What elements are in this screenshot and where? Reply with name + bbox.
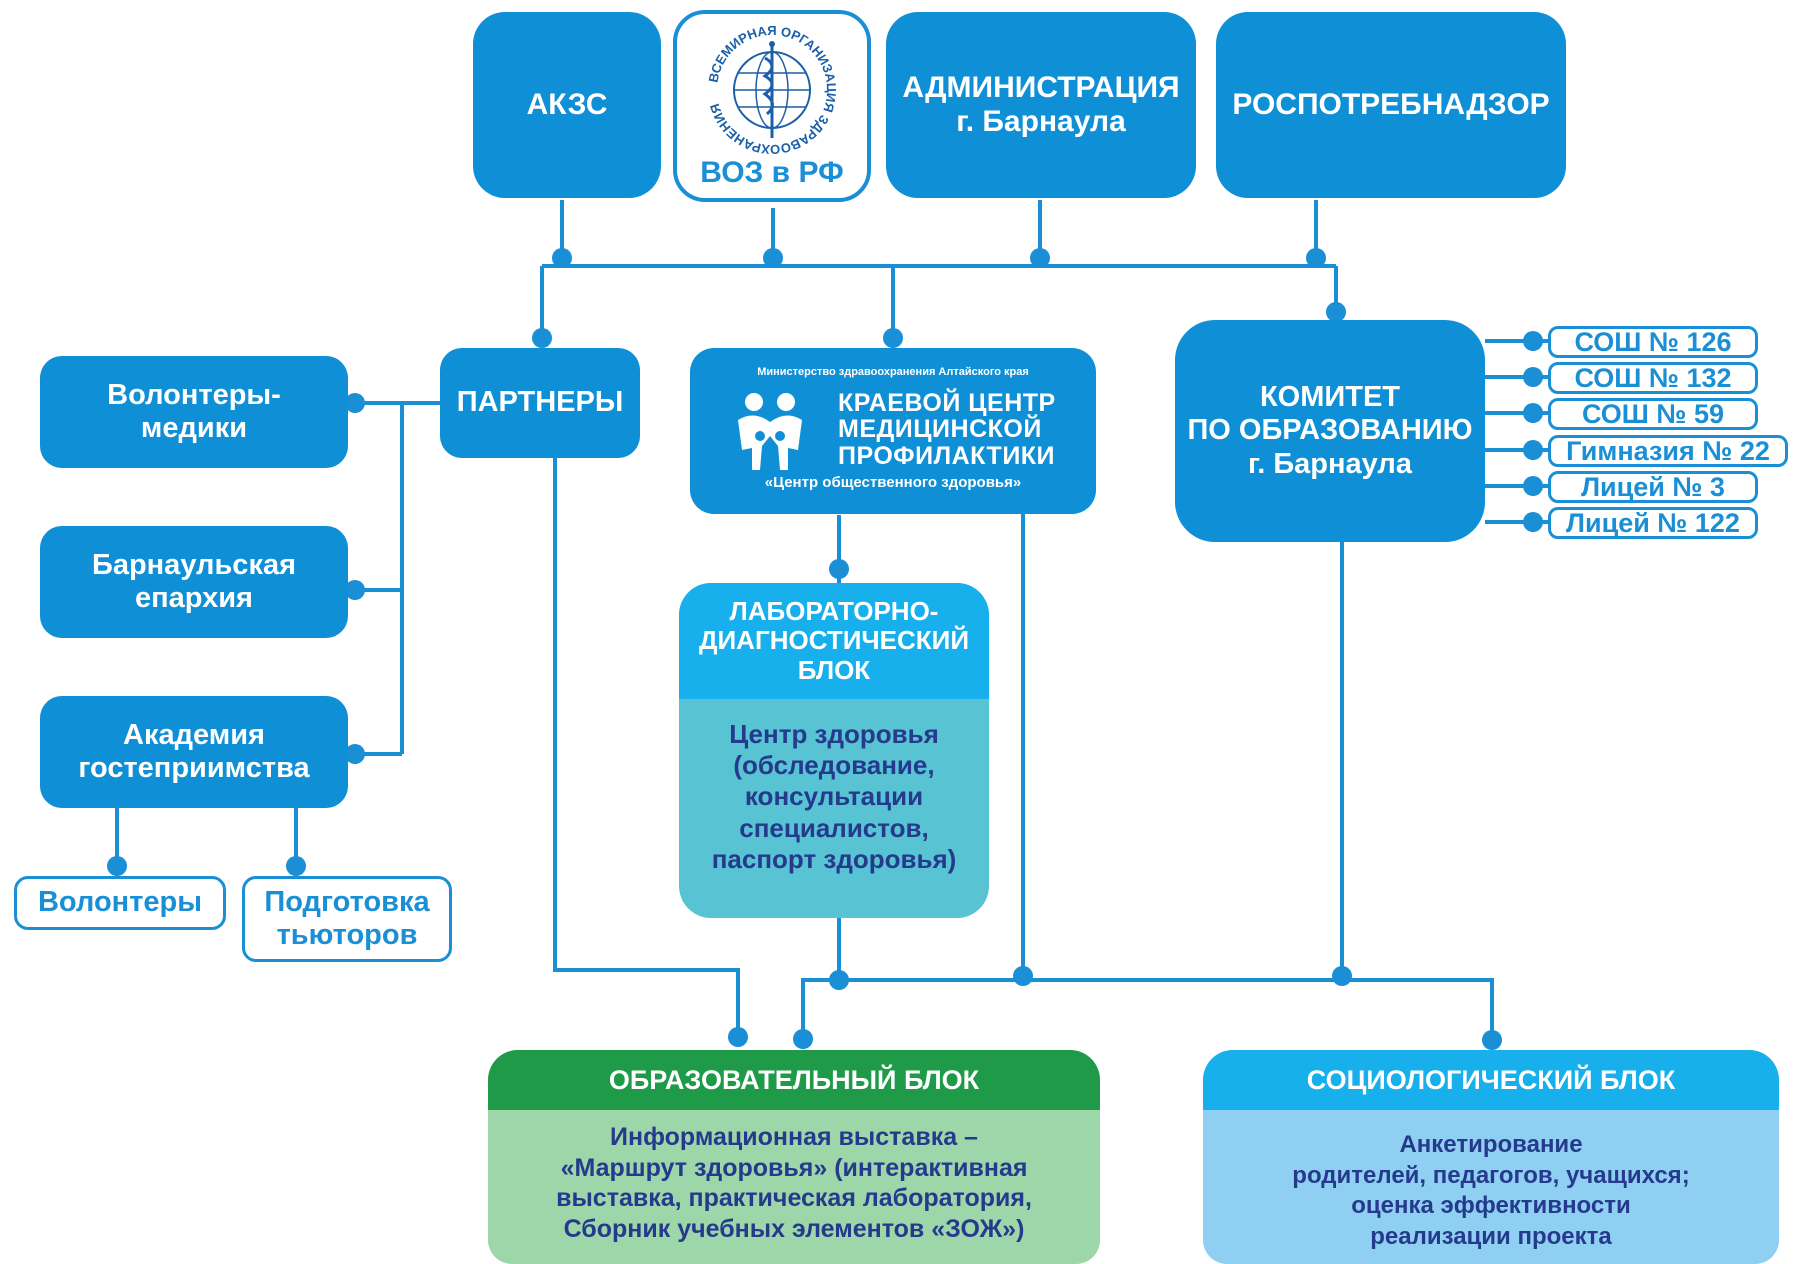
education-block: ОБРАЗОВАТЕЛЬНЫЙ БЛОК Информационная выст… bbox=[488, 1050, 1100, 1264]
school-item: СОШ № 132 bbox=[1548, 362, 1758, 394]
school-item: Лицей № 3 bbox=[1548, 471, 1758, 503]
volunteers-medics-box: Волонтеры- медики bbox=[40, 356, 348, 468]
lab-block: ЛАБОРАТОРНО- ДИАГНОСТИЧЕСКИЙ БЛОК Центр … bbox=[679, 583, 989, 918]
academy-box: Академия гостеприимства bbox=[40, 696, 348, 808]
school-item: СОШ № 126 bbox=[1548, 326, 1758, 358]
school-label: Лицей № 3 bbox=[1581, 471, 1725, 502]
lab-header: ЛАБОРАТОРНО- ДИАГНОСТИЧЕСКИЙ БЛОК bbox=[679, 583, 989, 699]
education-body: Информационная выставка – «Маршрут здоро… bbox=[556, 1123, 1032, 1243]
education-header: ОБРАЗОВАТЕЛЬНЫЙ БЛОК bbox=[488, 1050, 1100, 1110]
tutors-label: Подготовка тьюторов bbox=[264, 885, 430, 951]
school-label: СОШ № 59 bbox=[1581, 398, 1725, 429]
ministry-label: Министерство здравоохранения Алтайского … bbox=[757, 366, 1029, 378]
partners-label: ПАРТНЕРЫ bbox=[456, 386, 624, 419]
voz-box: ВСЕМИРНАЯ ОРГАНИЗАЦИЯ ЗДРАВООХРАНЕНИЯ ВО… bbox=[673, 10, 871, 202]
school-item: Гимназия № 22 bbox=[1548, 435, 1788, 467]
akzs-box: АКЗС bbox=[473, 12, 661, 198]
sociological-block: СОЦИОЛОГИЧЕСКИЙ БЛОК Анкетирование родит… bbox=[1203, 1050, 1779, 1264]
school-label: Гимназия № 22 bbox=[1566, 435, 1770, 466]
admin-city: г. Барнаула bbox=[956, 105, 1126, 138]
sociological-body: Анкетирование родителей, педагогов, учащ… bbox=[1292, 1131, 1690, 1251]
voz-label: ВОЗ в РФ bbox=[700, 156, 844, 189]
rospotreb-label: РОСПОТРЕБНАДЗОР bbox=[1232, 87, 1550, 121]
volunteers-box: Волонтеры bbox=[14, 876, 226, 930]
sociological-header: СОЦИОЛОГИЧЕСКИЙ БЛОК bbox=[1203, 1050, 1779, 1110]
tutors-box: Подготовка тьюторов bbox=[242, 876, 452, 962]
education-committee-box: КОМИТЕТ ПО ОБРАЗОВАНИЮ г. Барнаула bbox=[1175, 320, 1485, 542]
rospotreb-box: РОСПОТРЕБНАДЗОР bbox=[1216, 12, 1566, 198]
academy-label: Академия гостеприимства bbox=[78, 718, 310, 784]
who-emblem-icon: ВСЕМИРНАЯ ОРГАНИЗАЦИЯ ЗДРАВООХРАНЕНИЯ bbox=[706, 23, 840, 157]
medical-prevention-center-box: Министерство здравоохранения Алтайского … bbox=[690, 348, 1096, 514]
family-logo-icon bbox=[738, 393, 802, 470]
school-label: СОШ № 132 bbox=[1574, 362, 1732, 393]
partners-box: ПАРТНЕРЫ bbox=[440, 348, 640, 458]
akzs-label: АКЗС bbox=[526, 87, 608, 121]
lab-body: Центр здоровья (обследование, консультац… bbox=[711, 719, 957, 874]
admin-title: АДМИНИСТРАЦИЯ bbox=[902, 70, 1180, 104]
volunteers-medics-label: Волонтеры- медики bbox=[107, 378, 281, 444]
center-subtitle: «Центр общественного здоровья» bbox=[764, 474, 1022, 491]
school-item: Лицей № 122 bbox=[1548, 507, 1758, 539]
school-item: СОШ № 59 bbox=[1548, 398, 1758, 430]
volunteers-label: Волонтеры bbox=[37, 886, 203, 919]
center-title: КРАЕВОЙ ЦЕНТР МЕДИЦИНСКОЙ ПРОФИЛАКТИКИ bbox=[838, 389, 1056, 470]
eparchy-box: Барнаульская епархия bbox=[40, 526, 348, 638]
admin-box: АДМИНИСТРАЦИЯ г. Барнаула bbox=[886, 12, 1196, 198]
school-label: СОШ № 126 bbox=[1574, 326, 1732, 357]
committee-title: КОМИТЕТ ПО ОБРАЗОВАНИЮ г. Барнаула bbox=[1187, 380, 1473, 480]
school-label: Лицей № 122 bbox=[1566, 507, 1740, 538]
eparchy-label: Барнаульская епархия bbox=[91, 548, 297, 614]
